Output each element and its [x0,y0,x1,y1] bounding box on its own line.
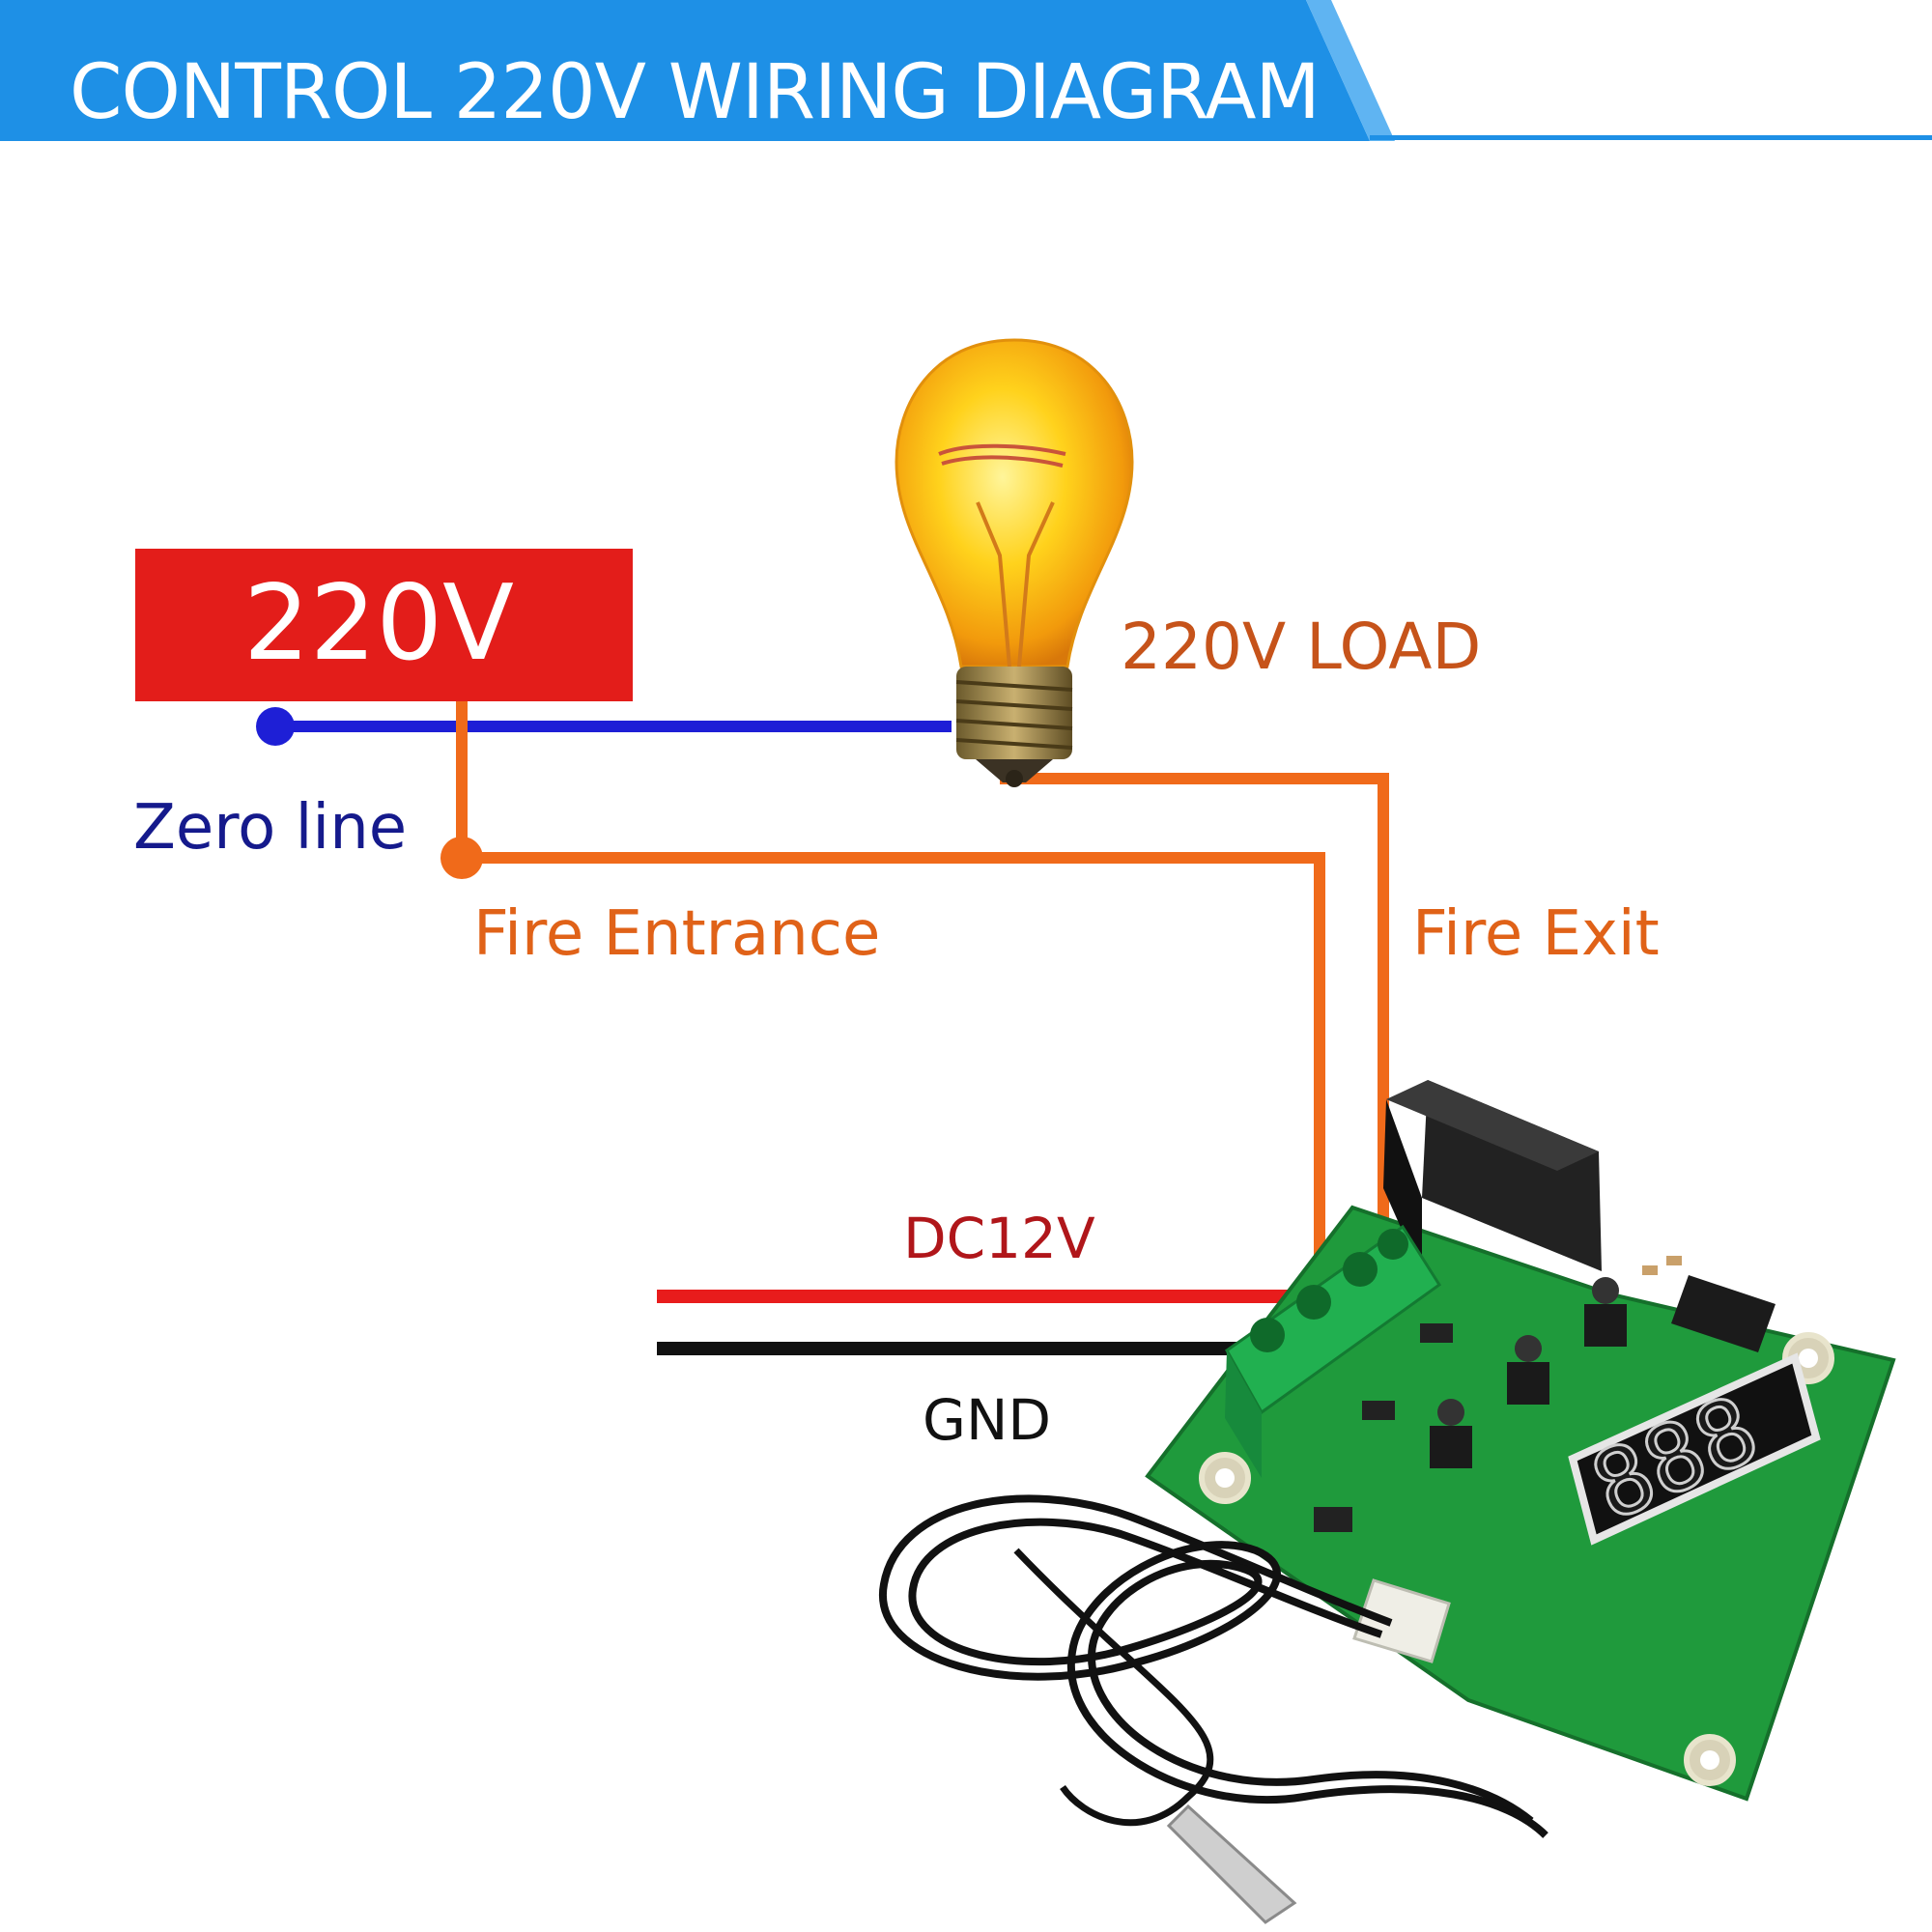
thermostat-module-icon: 888 [1145,1080,1896,1802]
page-title: CONTROL 220V WIRING DIAGRAM [70,49,1320,136]
source-box [135,549,633,701]
gnd-label: GND [923,1387,1051,1453]
temperature-probe-icon [878,1494,1548,1924]
fire-exit-line [1000,773,1389,1235]
header-banner: CONTROL 220V WIRING DIAGRAM [0,0,1932,141]
light-bulb-icon [895,338,1134,787]
dc12v-label: DC12V [903,1206,1095,1271]
gnd-wire: GND [657,1342,1258,1453]
fire-entrance-terminal [440,837,483,879]
fire-exit-wire: Fire Exit [1000,773,1660,1235]
fire-entrance-wire: Fire Entrance [440,701,1325,1280]
fire-entrance-line [456,701,1325,1280]
zero-line-terminal [256,707,295,746]
fire-entrance-label: Fire Entrance [473,898,880,970]
fire-exit-label: Fire Exit [1412,898,1660,970]
zero-line-wire: Zero line [133,707,952,864]
source-label: 220V [243,563,514,684]
zero-line-label: Zero line [133,792,407,864]
dc12v-wire: DC12V [657,1206,1294,1303]
power-source: 220V [135,549,633,701]
load-label: 220V LOAD [1121,610,1481,684]
